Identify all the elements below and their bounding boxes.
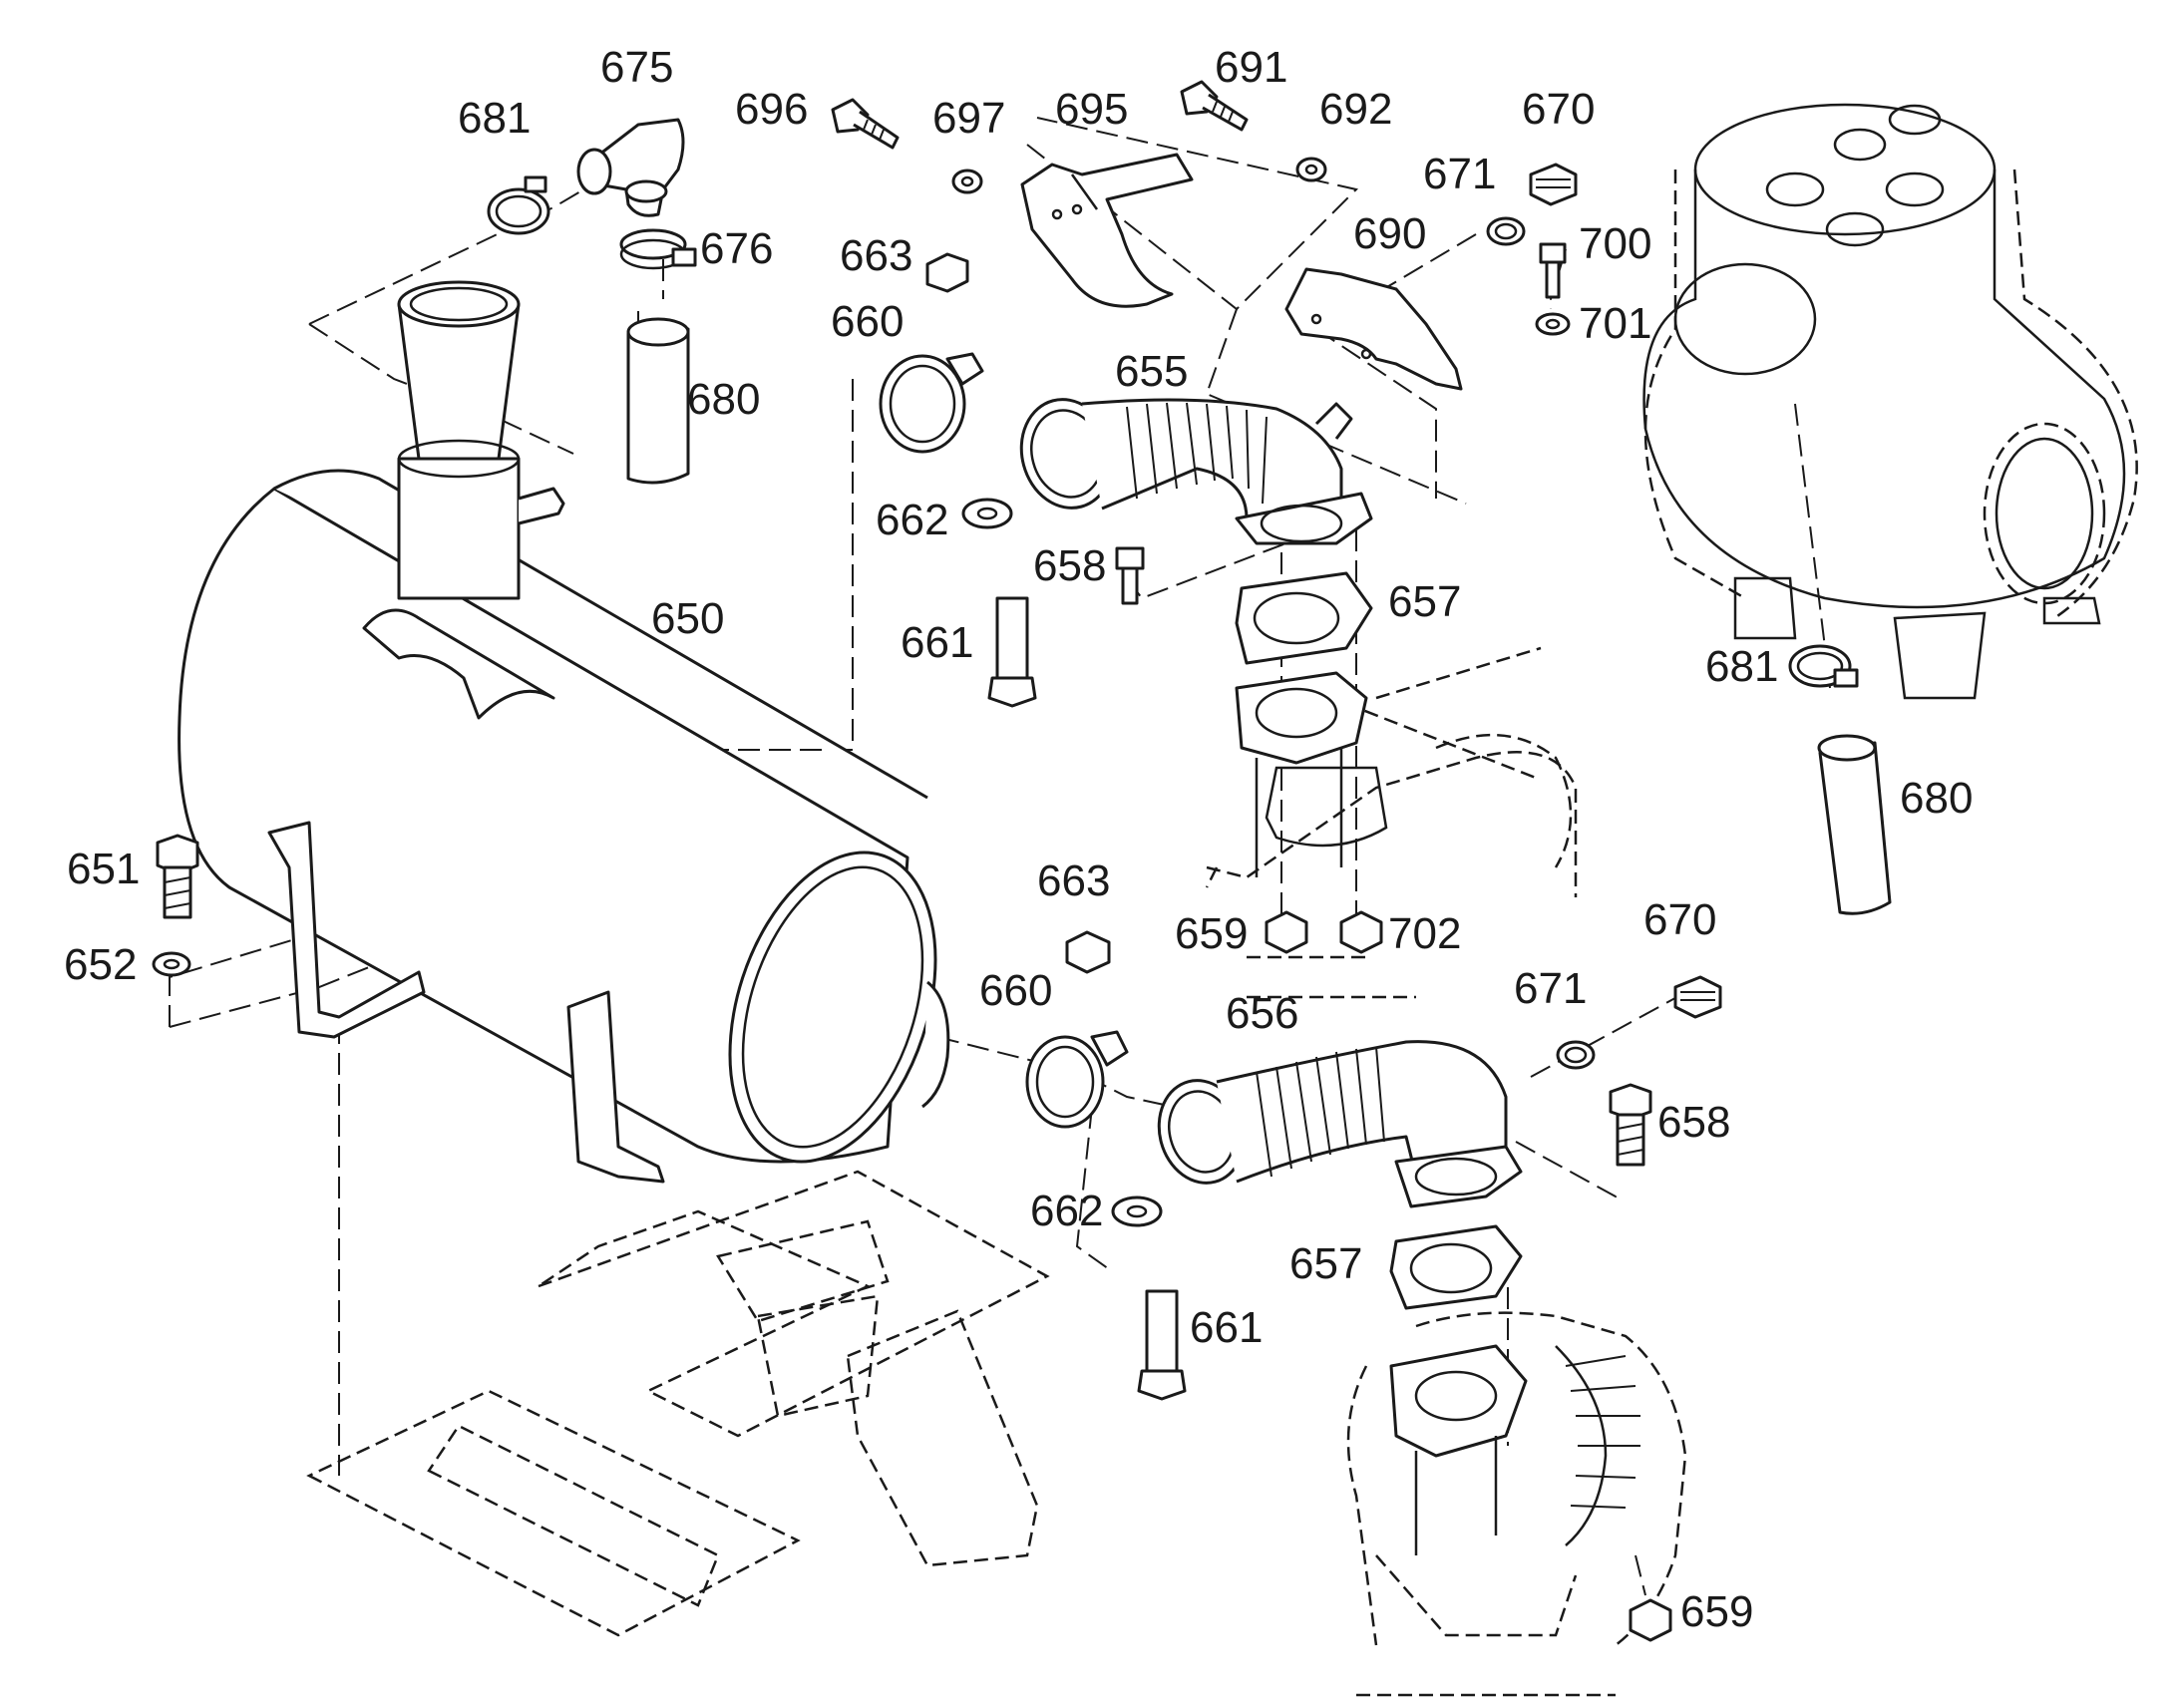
manifold-flange-top — [1235, 671, 1368, 877]
muffler — [178, 280, 950, 1184]
callout-652: 652 — [64, 940, 137, 989]
callout-681: 681 — [1705, 642, 1778, 691]
engine-frame-context — [306, 103, 2138, 1697]
callout-695: 695 — [1055, 85, 1128, 134]
bolt-700 — [1539, 242, 1567, 299]
callout-662: 662 — [876, 496, 948, 544]
bolt-658-bottom — [1609, 1083, 1652, 1167]
hose-clamp-681-right — [1788, 644, 1859, 688]
nut-659-bottom — [1629, 1598, 1672, 1642]
callout-702: 702 — [1388, 909, 1461, 958]
callout-690: 690 — [1353, 209, 1426, 258]
callout-657: 657 — [1289, 1239, 1362, 1288]
washer-701 — [1535, 312, 1571, 336]
callout-671: 671 — [1423, 150, 1496, 198]
callout-701: 701 — [1579, 299, 1651, 348]
manifold-flange-bottom — [1389, 1344, 1528, 1555]
gasket-671-top — [1486, 216, 1526, 246]
plug-670-bottom — [1673, 975, 1722, 1019]
bolt-658-top — [1115, 546, 1145, 605]
callout-671: 671 — [1514, 964, 1587, 1013]
callout-651: 651 — [67, 845, 140, 893]
bolt-691 — [1180, 80, 1249, 132]
callout-659: 659 — [1680, 1587, 1753, 1636]
callout-680: 680 — [687, 375, 760, 424]
callout-663: 663 — [1037, 856, 1110, 905]
callout-692: 692 — [1319, 85, 1392, 134]
callout-663: 663 — [840, 231, 912, 280]
callout-656: 656 — [1226, 989, 1298, 1038]
hose-clamp-681-top — [487, 175, 550, 235]
bolt-661-top — [987, 596, 1037, 708]
callout-661: 661 — [1190, 1303, 1263, 1352]
callout-697: 697 — [932, 94, 1005, 143]
callout-696: 696 — [735, 85, 808, 134]
callout-660: 660 — [831, 297, 904, 346]
bolt-661-bottom — [1137, 1289, 1187, 1401]
nut-663-top — [925, 252, 969, 293]
heat-shield-695 — [1020, 153, 1194, 308]
v-band-clamp-660-top — [879, 352, 984, 454]
plug-670-top — [1529, 163, 1578, 206]
callout-655: 655 — [1115, 347, 1188, 396]
callout-658: 658 — [1657, 1098, 1730, 1147]
washer-652 — [152, 951, 191, 977]
callout-675: 675 — [600, 43, 673, 92]
washer-692 — [1295, 157, 1327, 182]
callout-650: 650 — [651, 594, 724, 643]
callout-labels: 675 681 696 697 695 691 692 670 671 676 … — [64, 43, 1973, 1636]
callout-660: 660 — [979, 966, 1052, 1015]
v-band-clamp-660-bottom — [1025, 1030, 1129, 1129]
callout-691: 691 — [1215, 43, 1287, 92]
callout-680: 680 — [1900, 774, 1973, 823]
bolt-651 — [156, 834, 199, 919]
washer-662-top — [961, 498, 1013, 529]
exhaust-elbow-675 — [576, 118, 685, 217]
washer-697 — [951, 169, 983, 194]
nut-659-top — [1265, 910, 1308, 954]
hose-clamp-676 — [619, 228, 697, 270]
flex-pipe-656 — [1157, 1040, 1523, 1208]
gasket-657-bottom — [1389, 1224, 1523, 1310]
callout-661: 661 — [901, 618, 973, 667]
gasket-671-bottom — [1556, 1040, 1596, 1070]
callout-681: 681 — [458, 94, 531, 143]
callout-676: 676 — [700, 224, 773, 273]
callout-659: 659 — [1175, 909, 1248, 958]
callout-670: 670 — [1643, 895, 1716, 944]
callout-670: 670 — [1522, 85, 1595, 134]
callout-700: 700 — [1579, 219, 1651, 268]
callout-657: 657 — [1388, 577, 1461, 626]
callout-658: 658 — [1033, 541, 1106, 590]
nut-702 — [1339, 910, 1383, 954]
callout-662: 662 — [1030, 1187, 1103, 1235]
hose-680-right — [1817, 734, 1892, 915]
gasket-657-top — [1235, 571, 1373, 665]
hose-680-top — [626, 317, 690, 485]
heat-shield-690 — [1284, 267, 1463, 391]
washer-662-bottom — [1111, 1196, 1163, 1227]
bolt-696 — [831, 98, 900, 150]
nut-663-bottom — [1065, 930, 1111, 974]
flex-pipe-655 — [1019, 398, 1373, 545]
